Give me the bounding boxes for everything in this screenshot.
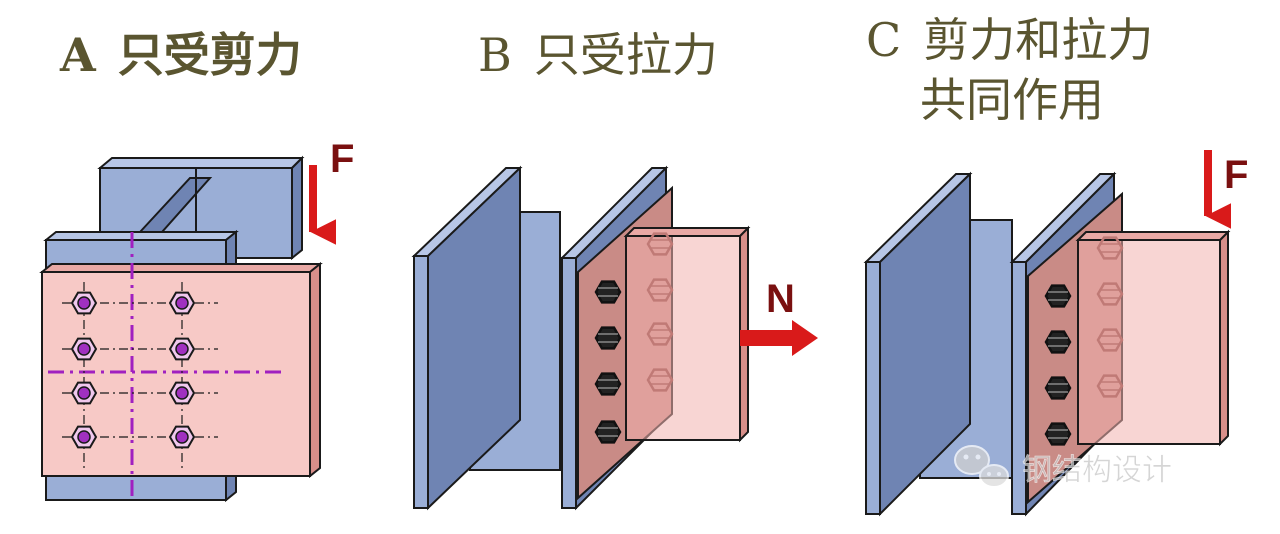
panel-a-shear-connection: F	[39, 137, 354, 503]
bolt-icon	[594, 280, 622, 304]
bolt-icon	[594, 326, 622, 350]
wechat-icon	[954, 445, 1009, 488]
bolt-icon	[646, 322, 674, 346]
panel-c-translucent-plate	[1075, 229, 1231, 447]
panel-b-left-flange	[411, 165, 523, 511]
bolt-icon	[646, 278, 674, 302]
panel-b-bolts	[594, 280, 622, 444]
panel-a-centerlines	[48, 232, 285, 498]
panel-c-caption-line1: 剪力和拉力	[923, 13, 1154, 67]
bolt-icon	[1044, 330, 1072, 354]
bolt-icon	[168, 337, 196, 361]
panel-a-force-label: F	[330, 137, 354, 181]
bolt-icon	[168, 291, 196, 315]
panel-a-caption: 只受剪力	[117, 28, 302, 82]
panel-b-translucent-plate	[623, 225, 751, 443]
panel-c-bolts	[1044, 284, 1072, 446]
bolt-icon	[1096, 282, 1124, 306]
panel-c-ghost-bolts	[1096, 236, 1124, 398]
panel-b-tension-connection: N	[411, 165, 818, 511]
bolt-icon	[594, 420, 622, 444]
panel-c-combined-connection: F	[863, 150, 1248, 517]
panel-b-letter: B	[478, 28, 512, 82]
bolt-icon	[1044, 376, 1072, 400]
bolt-icon	[1096, 374, 1124, 398]
bolt-icon	[70, 291, 98, 315]
bolt-icon	[168, 381, 196, 405]
bolt-icon	[70, 425, 98, 449]
panel-a-bolts	[70, 291, 196, 449]
panel-a-letter: A	[60, 28, 96, 82]
panel-c-letter: C	[866, 13, 902, 67]
bolt-icon	[1096, 328, 1124, 352]
bolt-icon	[1044, 284, 1072, 308]
bolt-icon	[70, 381, 98, 405]
panel-c-left-flange	[863, 171, 973, 517]
panel-b-force: N	[740, 277, 818, 356]
panel-a-splice-plate	[39, 261, 323, 479]
watermark: 钢结构设计	[954, 445, 1172, 488]
panel-c-force-label: F	[1224, 153, 1248, 197]
panel-a-column	[97, 155, 305, 261]
bolt-icon	[70, 337, 98, 361]
panel-b-caption: 只受拉力	[533, 28, 718, 82]
panel-b-title: B 只受拉力	[478, 28, 718, 82]
bolt-icon	[594, 372, 622, 396]
panel-c-title: C 剪力和拉力 共同作用	[866, 10, 1153, 130]
panel-a-force: F	[309, 137, 354, 245]
panel-c-force: F	[1204, 150, 1248, 229]
watermark-text: 钢结构设计	[1022, 453, 1172, 488]
panel-c-caption-line2: 共同作用	[920, 73, 1104, 127]
bolt-icon	[168, 425, 196, 449]
bolt-icon	[1044, 422, 1072, 446]
panel-b-force-arrow	[740, 320, 818, 356]
panel-b-force-label: N	[766, 277, 795, 321]
bolt-icon	[646, 232, 674, 256]
panel-a-title: A 只受剪力	[60, 28, 302, 82]
bolt-icon	[646, 368, 674, 392]
panel-b-ghost-bolts	[646, 232, 674, 392]
bolt-icon	[1096, 236, 1124, 260]
